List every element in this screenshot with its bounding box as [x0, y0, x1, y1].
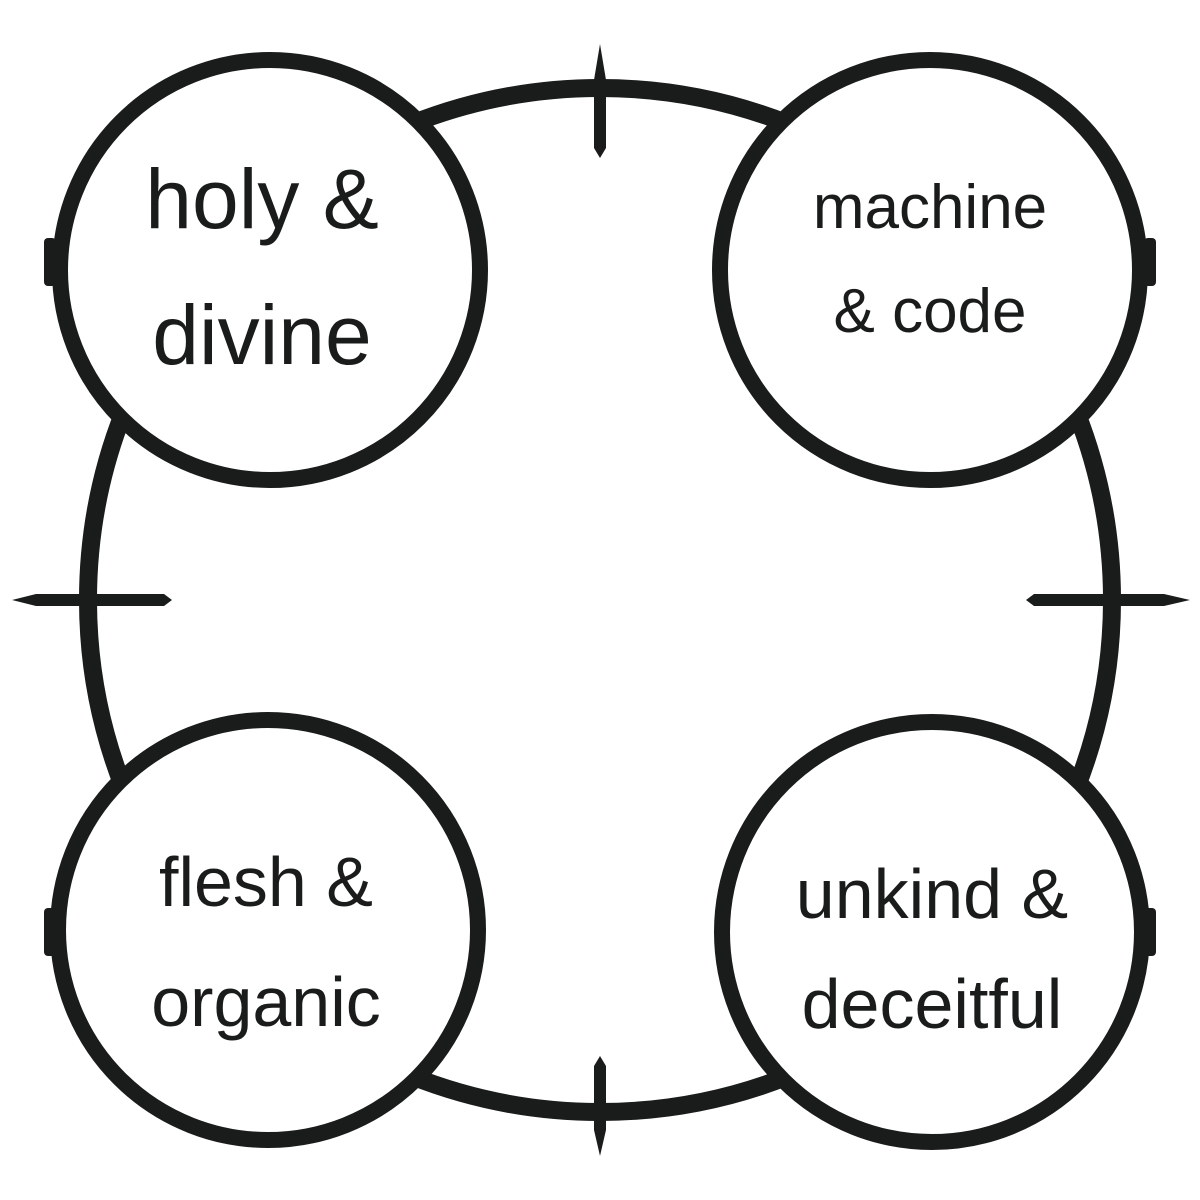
node-circle	[712, 52, 1148, 488]
node-label-line2: organic	[151, 963, 381, 1041]
node-label-line1: flesh &	[159, 843, 373, 921]
node-circle	[52, 52, 488, 488]
node-top-right: machine & code	[712, 52, 1148, 488]
node-label-line2: divine	[152, 288, 371, 382]
node-bottom-right: unkind & deceitful	[714, 714, 1150, 1150]
node-bottom-left: flesh & organic	[50, 712, 486, 1148]
node-circle	[714, 714, 1150, 1150]
tick-left	[12, 594, 172, 606]
node-label-line1: unkind &	[796, 855, 1068, 933]
node-label-line2: & code	[833, 277, 1026, 346]
tick-top	[594, 44, 606, 158]
tick-right	[1026, 594, 1190, 606]
tick-bottom	[594, 1056, 606, 1156]
node-label-line1: machine	[813, 173, 1047, 242]
node-label-line1: holy &	[145, 152, 378, 246]
node-top-left: holy & divine	[52, 52, 488, 488]
node-label-line2: deceitful	[802, 965, 1063, 1043]
node-circle	[50, 712, 486, 1148]
